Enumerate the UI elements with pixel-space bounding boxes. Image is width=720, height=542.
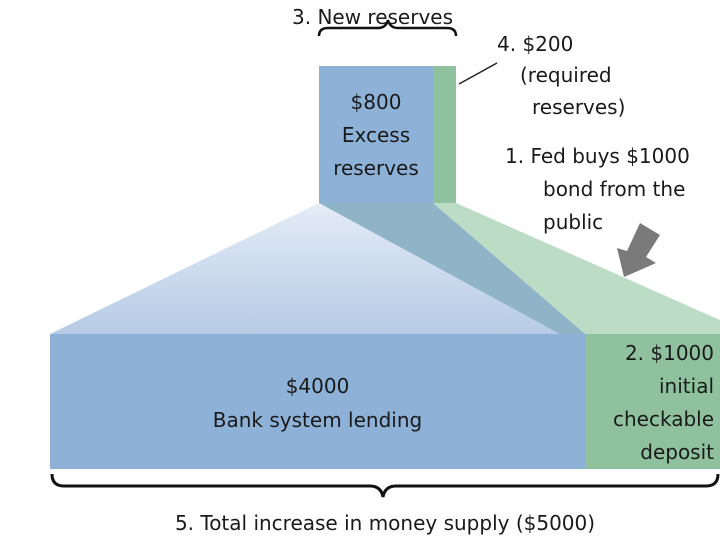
initial-deposit-box	[585, 334, 720, 469]
fed-step-line1: 1. Fed buys $1000	[505, 144, 690, 168]
fed-step-line2: bond from the	[543, 177, 686, 201]
fed-step-line3: public	[543, 210, 604, 234]
excess-reserves-line2: reserves	[333, 156, 419, 180]
down-arrow-icon	[617, 223, 660, 277]
green-fan	[433, 203, 720, 334]
required-reserves-box	[433, 66, 456, 203]
total-brace	[50, 473, 720, 498]
required-reserves-leader	[458, 62, 498, 85]
excess-reserves-box	[319, 66, 433, 203]
deposit-line3: checkable	[612, 407, 714, 431]
required-reserves-line1: (required	[520, 63, 612, 87]
required-reserves-line2: reserves)	[532, 95, 626, 119]
excess-reserves-line1: Excess	[341, 123, 411, 147]
deposit-line1: 2. $1000	[624, 341, 714, 365]
reserve-flow-band	[319, 203, 585, 334]
excess-reserves-value: $800	[350, 90, 402, 114]
bank-lending-box	[50, 334, 585, 469]
required-reserves-value: 4. $200	[497, 32, 574, 56]
new-reserves-brace	[317, 19, 458, 37]
lending-label: Bank system lending	[212, 408, 423, 432]
deposit-line2: initial	[659, 374, 714, 398]
total-increase-label: 5. Total increase in money supply ($5000…	[174, 511, 596, 535]
new-reserves-label: 3. New reserves	[292, 5, 454, 29]
deposit-line4: deposit	[640, 440, 714, 464]
lending-value: $4000	[285, 374, 350, 398]
